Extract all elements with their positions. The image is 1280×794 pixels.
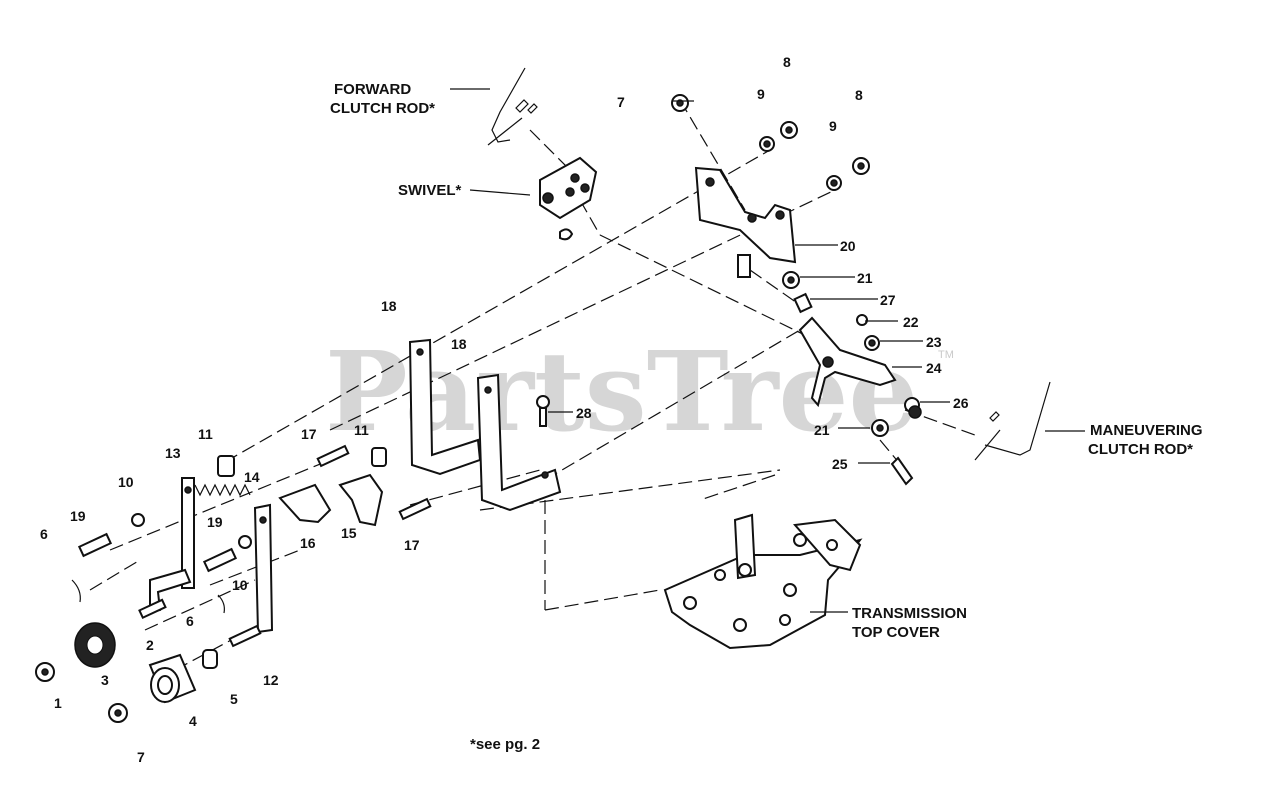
hardware-left [71, 444, 432, 648]
hardware-top [671, 94, 870, 191]
callout-2: 2 [146, 637, 154, 653]
forward-clutch-rod [487, 67, 538, 146]
callouts: 1 2 3 4 5 6 6 7 7 8 8 9 9 10 10 11 11 12… [40, 54, 969, 765]
callout-9a: 9 [757, 86, 765, 102]
callout-23: 23 [926, 334, 942, 350]
footnote: *see pg. 2 [470, 736, 540, 753]
callout-5: 5 [230, 691, 238, 707]
callout-8a: 8 [783, 54, 791, 70]
part-16-bracket [278, 483, 332, 524]
callout-7a: 7 [617, 94, 625, 110]
part-13-plate [181, 477, 195, 589]
callout-8b: 8 [855, 87, 863, 103]
callout-11a: 11 [198, 426, 213, 442]
label-leaders [450, 88, 1085, 613]
part-3-pulley [74, 622, 116, 668]
label-forward-clutch-rod-2: CLUTCH ROD* [330, 100, 435, 117]
callout-7b: 7 [137, 749, 145, 765]
callout-12: 12 [263, 672, 279, 688]
label-maneuvering-clutch-rod-1: MANEUVERING [1090, 422, 1203, 439]
callout-1: 1 [54, 695, 62, 711]
swivel-part [539, 156, 598, 241]
callout-21a: 21 [857, 270, 873, 286]
callout-11b: 11 [354, 422, 369, 438]
watermark-tm: TM [938, 349, 954, 361]
callout-19b: 19 [207, 514, 223, 530]
part-5-bushing [202, 649, 218, 669]
callout-6a: 6 [40, 526, 48, 542]
callout-10a: 10 [118, 474, 134, 490]
part-12-plate [253, 503, 274, 634]
callout-4: 4 [189, 713, 197, 729]
named-labels: FORWARD CLUTCH ROD* SWIVEL* MANEUVERING … [330, 81, 1203, 753]
lever-assembly [737, 254, 922, 486]
callout-22: 22 [903, 314, 919, 330]
callout-6b: 6 [186, 613, 194, 629]
label-transmission-1: TRANSMISSION [852, 605, 967, 622]
label-swivel: SWIVEL* [398, 182, 462, 199]
maneuvering-clutch-rod [974, 381, 1051, 461]
callout-3: 3 [101, 672, 109, 688]
callout-14: 14 [244, 469, 260, 485]
callout-13: 13 [165, 445, 181, 461]
callout-18b: 18 [451, 336, 467, 352]
callout-25: 25 [832, 456, 848, 472]
callout-15: 15 [341, 525, 357, 541]
label-maneuvering-clutch-rod-2: CLUTCH ROD* [1088, 441, 1193, 458]
callout-26: 26 [953, 395, 969, 411]
part-14-spring [194, 483, 251, 497]
callout-17b: 17 [404, 537, 420, 553]
callout-18a: 18 [381, 298, 397, 314]
transmission-top-cover [663, 513, 863, 650]
callout-21b: 21 [814, 422, 830, 438]
nuts-bottom [35, 662, 128, 723]
part-28-bolt [536, 395, 550, 427]
callout-16: 16 [300, 535, 316, 551]
part-4-spacer [148, 653, 197, 704]
callout-24: 24 [926, 360, 942, 376]
callout-10b: 10 [232, 577, 248, 593]
callout-9b: 9 [829, 118, 837, 134]
label-transmission-2: TOP COVER [852, 624, 940, 641]
part-15-bracket [338, 473, 384, 527]
part-18-brackets [408, 338, 562, 512]
callout-28: 28 [576, 405, 592, 421]
part-20-bracket [694, 166, 797, 264]
callout-17a: 17 [301, 426, 317, 442]
label-forward-clutch-rod-1: FORWARD [334, 81, 411, 98]
callout-19a: 19 [70, 508, 86, 524]
callout-20: 20 [840, 238, 856, 254]
callout-27: 27 [880, 292, 896, 308]
